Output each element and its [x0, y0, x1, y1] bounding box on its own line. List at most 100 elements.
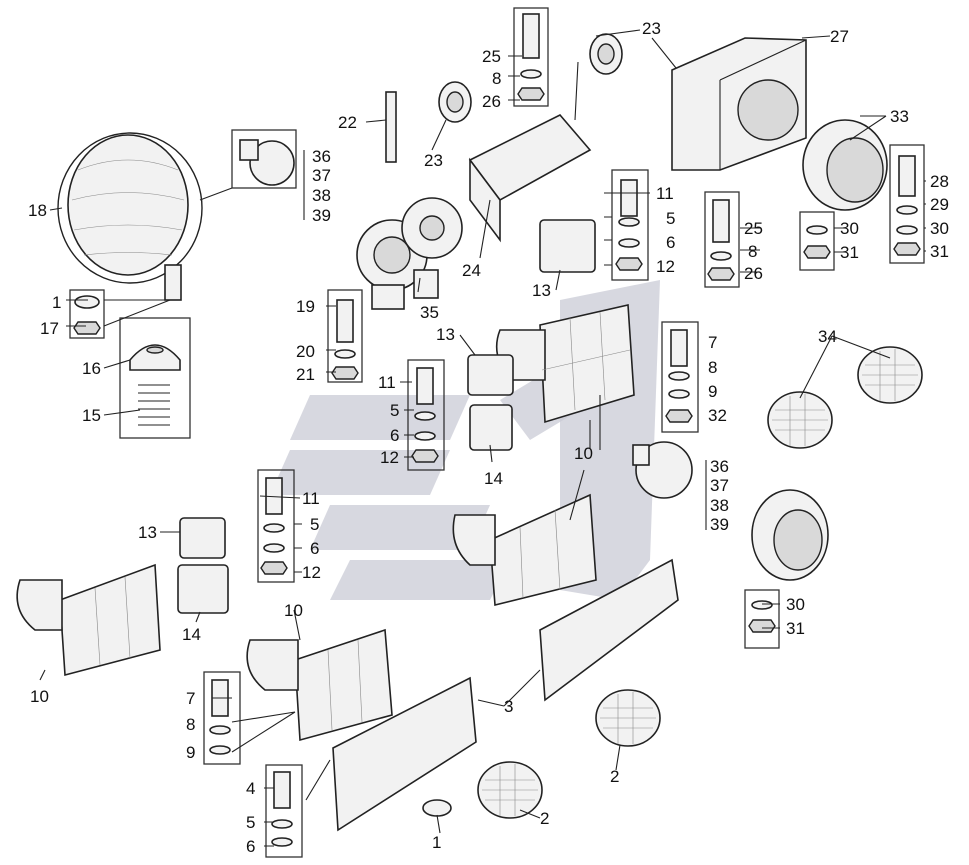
- callout-34: 34: [818, 327, 837, 346]
- callout-14: 14: [484, 469, 503, 488]
- lamp-33-lower: [751, 489, 829, 581]
- callout-26: 26: [482, 92, 501, 111]
- side-lamp-14-left: [177, 564, 229, 614]
- callout-25: 25: [744, 219, 763, 238]
- callout-6: 6: [310, 539, 319, 558]
- bolt-25: [513, 7, 549, 107]
- screw-kit-11-12-left: [257, 469, 295, 583]
- callout-28: 28: [930, 172, 949, 191]
- callout-37: 37: [312, 166, 331, 185]
- callout-labels: 18 1 17 16 15 36 37 38 39 22 23 23 25 8 …: [28, 19, 949, 856]
- callout-13: 13: [138, 523, 157, 542]
- tail-lamp-10-left: [16, 563, 161, 677]
- callout-38: 38: [710, 496, 729, 515]
- callout-8: 8: [708, 358, 717, 377]
- callout-1: 1: [432, 833, 441, 852]
- work-lamp-34-right: [857, 346, 923, 404]
- leader-lines: [39, 29, 926, 847]
- callout-6: 6: [390, 426, 399, 445]
- callout-5: 5: [390, 401, 399, 420]
- callout-39: 39: [710, 515, 729, 534]
- callout-2: 2: [540, 809, 549, 828]
- callout-21: 21: [296, 365, 315, 384]
- side-lamp-14-mid: [469, 404, 513, 451]
- callout-23: 23: [642, 19, 661, 38]
- side-lamp-13-mid: [467, 354, 514, 396]
- callout-1: 1: [52, 293, 61, 312]
- callout-7: 7: [708, 333, 717, 352]
- fog-lamp-2-left: [477, 761, 543, 819]
- callout-23: 23: [424, 151, 443, 170]
- side-lamp-13-left: [179, 517, 226, 559]
- tail-lamp-10-upper: [495, 304, 635, 424]
- callout-24: 24: [462, 261, 481, 280]
- callout-10: 10: [284, 601, 303, 620]
- callout-35: 35: [420, 303, 439, 322]
- callout-30: 30: [930, 219, 949, 238]
- bracket-24: [468, 114, 592, 243]
- mount-16: [119, 317, 191, 439]
- screw-kit-7-32: [661, 321, 699, 433]
- callout-36: 36: [312, 147, 331, 166]
- fog-lamp-2-right: [595, 689, 661, 747]
- callout-8: 8: [492, 69, 501, 88]
- bulb-36-39-mid: [632, 441, 707, 530]
- callout-7: 7: [186, 689, 195, 708]
- callout-8: 8: [748, 242, 757, 261]
- work-lamp-34-left: [767, 391, 833, 449]
- mounting-plate-3-left: [332, 676, 477, 832]
- callout-16: 16: [82, 359, 101, 378]
- bulb-kit-36-39: [199, 129, 305, 220]
- mounting-plate-3-right: [539, 558, 679, 702]
- screw-kit-11-12-mid: [407, 359, 445, 471]
- screw-kit-11-12-top: [611, 169, 649, 281]
- callout-11: 11: [656, 184, 674, 203]
- callout-5: 5: [666, 209, 675, 228]
- tail-lamp-10-middle: [452, 493, 597, 607]
- washer-1: [69, 289, 105, 339]
- callout-18: 18: [28, 201, 47, 220]
- grommet-23-top: [589, 33, 623, 75]
- callout-15: 15: [82, 406, 101, 425]
- callout-2: 2: [610, 767, 619, 786]
- callout-12: 12: [380, 448, 399, 467]
- washer-30-31-top: [799, 211, 835, 271]
- callout-31: 31: [930, 242, 949, 261]
- screw-kit-4-6: [265, 764, 303, 858]
- callout-25: 25: [482, 47, 501, 66]
- callout-8: 8: [186, 715, 195, 734]
- callout-37: 37: [710, 476, 729, 495]
- callout-29: 29: [930, 195, 949, 214]
- lamp-33: [802, 119, 888, 211]
- callout-39: 39: [312, 206, 331, 225]
- callout-27: 27: [830, 27, 849, 46]
- horn-assembly-35: [356, 197, 463, 310]
- callout-12: 12: [302, 563, 321, 582]
- callout-13: 13: [532, 281, 551, 300]
- bolt-19: [327, 289, 363, 383]
- callout-36: 36: [710, 457, 729, 476]
- spring-15: [138, 384, 170, 426]
- callout-6: 6: [666, 233, 675, 252]
- screw-28: [889, 144, 925, 264]
- callout-11: 11: [378, 373, 396, 392]
- callout-4: 4: [246, 779, 255, 798]
- grommet-23: [438, 81, 472, 123]
- callout-11: 11: [302, 489, 320, 508]
- callout-22: 22: [338, 113, 357, 132]
- callout-31: 31: [786, 619, 805, 638]
- callout-9: 9: [708, 382, 717, 401]
- strap-22: [385, 91, 397, 163]
- callout-33: 33: [890, 107, 909, 126]
- callout-32: 32: [708, 406, 727, 425]
- callout-3: 3: [504, 697, 513, 716]
- housing-box-27: [671, 37, 807, 171]
- callout-26: 26: [744, 264, 763, 283]
- callout-6: 6: [246, 837, 255, 856]
- callout-5: 5: [310, 515, 319, 534]
- callout-17: 17: [40, 319, 59, 338]
- callout-20: 20: [296, 342, 315, 361]
- callout-10: 10: [574, 444, 593, 463]
- callout-9: 9: [186, 743, 195, 762]
